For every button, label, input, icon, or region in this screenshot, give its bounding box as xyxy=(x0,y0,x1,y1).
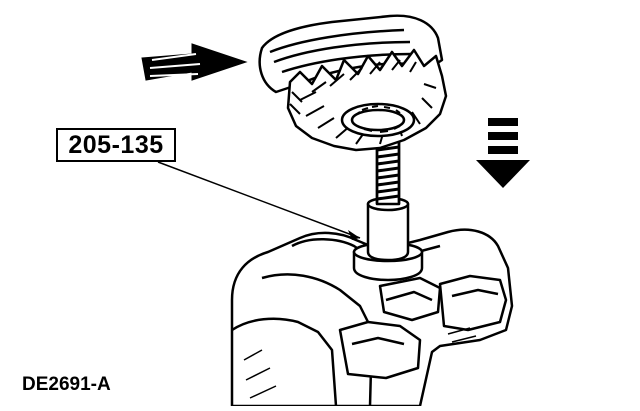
down-arrow-icon xyxy=(476,118,530,188)
differential-housing-icon xyxy=(230,228,514,408)
tool-number-callout: 205-135 xyxy=(56,128,176,162)
differential-side-gear-icon xyxy=(258,14,448,152)
right-arrow-icon xyxy=(141,43,248,81)
figure-id-label: DE2691-A xyxy=(22,374,111,395)
callout-leader-line xyxy=(157,161,361,240)
tool-adapter-icon xyxy=(352,140,424,282)
